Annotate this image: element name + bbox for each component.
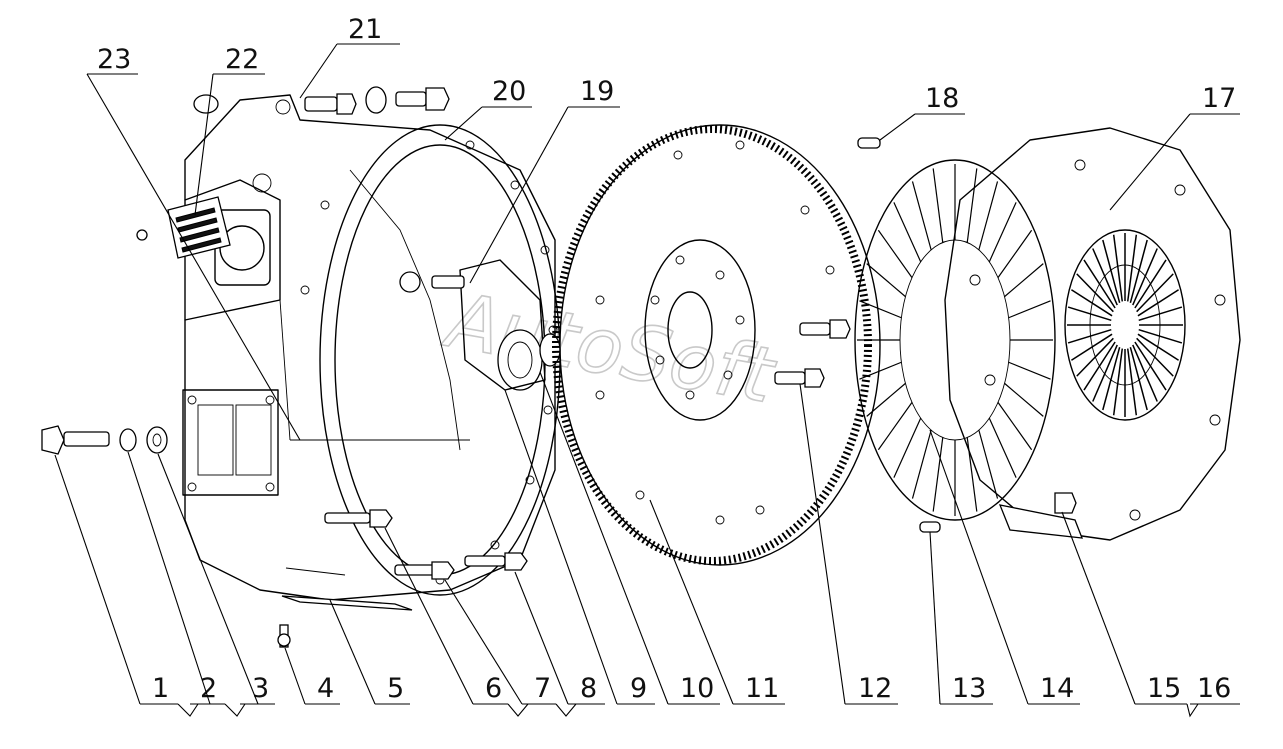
radial-slot: [893, 202, 922, 263]
radial-slot: [877, 402, 913, 451]
watermark-text: AutoSoft: [437, 275, 783, 421]
radial-slot: [1092, 344, 1118, 402]
callout-21: 21: [348, 14, 382, 45]
leader-lines: [54, 43, 1240, 718]
callout-4: 4: [317, 673, 334, 704]
radial-slot: [1071, 289, 1113, 317]
vent-cover-plate: [167, 196, 231, 259]
radial-slot: [1083, 341, 1116, 391]
radial-slot: [911, 429, 932, 499]
radial-slot: [997, 229, 1033, 278]
radial-slot: [877, 229, 913, 278]
callout-23: 23: [97, 44, 131, 75]
lower-bolts: [324, 509, 528, 580]
plate-screw: [136, 229, 148, 241]
radial-slot: [1102, 346, 1121, 411]
radial-slot: [1004, 382, 1044, 417]
radial-slot: [1071, 333, 1113, 361]
radial-slot: [1126, 348, 1138, 416]
callout-15: 15: [1147, 673, 1181, 704]
radial-slot: [1092, 248, 1118, 306]
radial-slot: [1083, 259, 1116, 309]
callout-6: 6: [485, 673, 502, 704]
radial-slot: [859, 361, 902, 380]
flywheel: [552, 124, 881, 566]
pressure-plate-cover: [944, 127, 1241, 541]
radial-slot: [1008, 300, 1051, 319]
callout-11: 11: [745, 673, 779, 704]
callout-7: 7: [534, 673, 551, 704]
radial-slot: [859, 300, 902, 319]
radial-slot: [1129, 239, 1148, 304]
callout-16: 16: [1197, 673, 1231, 704]
callout-9: 9: [630, 673, 647, 704]
housing-bolt-with-washers: [41, 425, 168, 455]
radial-slot: [866, 263, 906, 298]
radial-slot: [1126, 234, 1138, 302]
callout-20: 20: [492, 76, 526, 107]
callout-17: 17: [1202, 83, 1236, 114]
callout-1: 1: [152, 673, 169, 704]
radial-slot: [1112, 234, 1124, 302]
radial-slot: [1102, 239, 1121, 304]
radial-slot: [997, 402, 1033, 451]
bottom-screw: [277, 624, 291, 648]
radial-slot: [1129, 346, 1148, 411]
radial-slot: [1132, 344, 1158, 402]
callout-3: 3: [252, 673, 269, 704]
radial-slot: [911, 181, 932, 251]
radial-slot: [1134, 259, 1167, 309]
radial-slot: [1067, 328, 1112, 344]
radial-slot: [1138, 328, 1183, 344]
radial-slot: [1138, 306, 1183, 322]
radial-slot: [932, 437, 944, 512]
clutch-disc: [854, 159, 1056, 521]
callout-13: 13: [952, 673, 986, 704]
callout-22: 22: [225, 44, 259, 75]
radial-slot: [1136, 337, 1174, 377]
radial-slot: [1136, 273, 1174, 313]
radial-slot: [988, 417, 1017, 478]
radial-slot: [1076, 337, 1114, 377]
radial-slot: [1137, 289, 1179, 317]
callout-12: 12: [858, 673, 892, 704]
callout-14: 14: [1040, 673, 1074, 704]
callout-labels: 1 2 3 4 5 6 7 8 9 10 11 12 13 14 15 16 1…: [97, 14, 1236, 704]
radial-slot: [1004, 263, 1044, 298]
callout-5: 5: [387, 673, 404, 704]
radial-slot: [1076, 273, 1114, 313]
radial-slot: [893, 417, 922, 478]
radial-slot: [988, 202, 1017, 263]
flywheel-bolts: [774, 319, 851, 388]
radial-slot: [1132, 248, 1158, 306]
radial-slot: [1067, 306, 1112, 322]
callout-2: 2: [200, 673, 217, 704]
callout-8: 8: [580, 673, 597, 704]
radial-slot: [1137, 333, 1179, 361]
dowel-cap: [193, 94, 219, 114]
radial-slot: [866, 382, 906, 417]
radial-slot: [978, 181, 999, 251]
flywheel-housing: [182, 94, 561, 601]
radial-slot: [932, 168, 944, 243]
bracket-bolts: [304, 86, 450, 115]
radial-slot: [1134, 341, 1167, 391]
radial-slot: [966, 168, 978, 243]
radial-slot: [1112, 348, 1124, 416]
callout-19: 19: [580, 76, 614, 107]
callout-18: 18: [925, 83, 959, 114]
radial-slot: [978, 429, 999, 499]
bottom-gasket: [281, 567, 413, 611]
callout-10: 10: [680, 673, 714, 704]
radial-slot: [1008, 361, 1051, 380]
